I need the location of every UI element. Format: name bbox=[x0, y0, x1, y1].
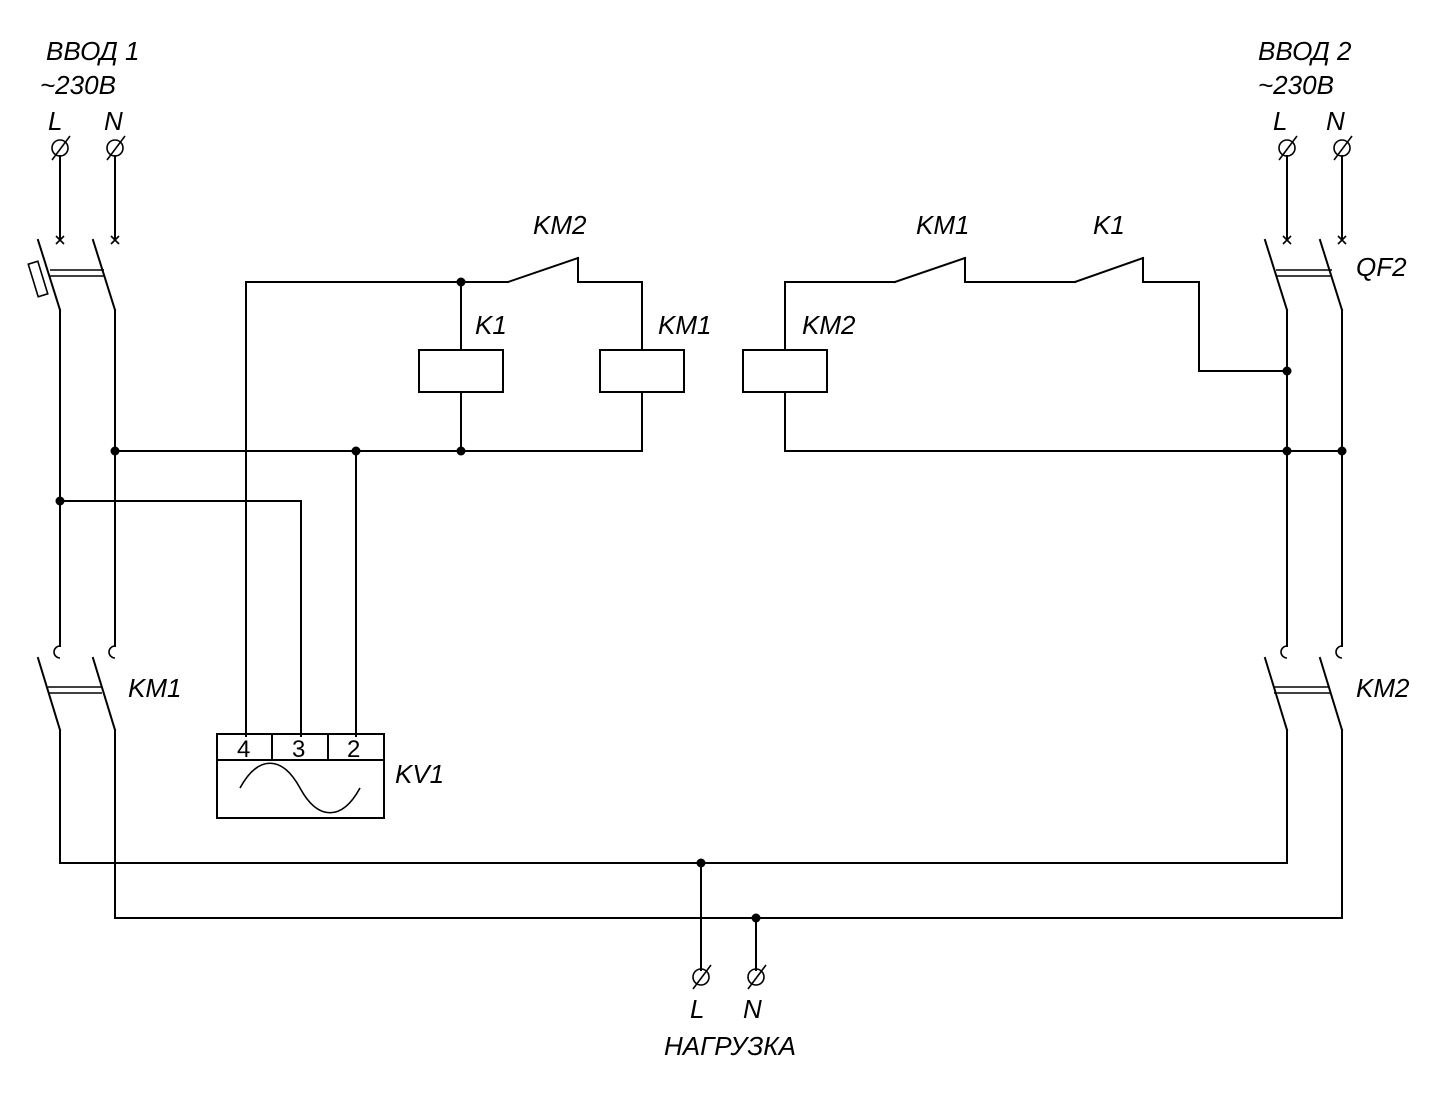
km1-coil-label: KM1 bbox=[658, 310, 711, 340]
load-title: НАГРУЗКА bbox=[664, 1031, 796, 1061]
input2-title: ВВОД 2 bbox=[1258, 36, 1352, 66]
kv1-terminal-4: 4 bbox=[237, 736, 250, 763]
contactor-km2 bbox=[1263, 645, 1344, 919]
input2-voltage: ~230В bbox=[1258, 70, 1334, 100]
input1-voltage: ~230В bbox=[40, 70, 116, 100]
k1-coil-label: K1 bbox=[475, 310, 507, 340]
kv1-label: KV1 bbox=[395, 759, 444, 789]
kv1-terminal-2: 2 bbox=[347, 736, 360, 763]
load-n-label: N bbox=[743, 994, 762, 1024]
relay-kv1 bbox=[216, 733, 385, 819]
load-l-terminal bbox=[692, 964, 712, 990]
km2-contactor-label: KM2 bbox=[1356, 673, 1410, 703]
input1-l-label: L bbox=[48, 106, 62, 136]
control-circuit-left bbox=[59, 256, 685, 737]
km1-contactor-label: KM1 bbox=[128, 673, 181, 703]
load-n-terminal bbox=[747, 964, 767, 990]
sine-wave-icon bbox=[239, 762, 361, 814]
input1-n-label: N bbox=[104, 106, 123, 136]
junction-dots bbox=[55, 277, 1347, 923]
km1-contact-label: KM1 bbox=[916, 210, 969, 240]
load-l-label: L bbox=[690, 994, 704, 1024]
input2-l-label: L bbox=[1273, 106, 1287, 136]
load-bus bbox=[59, 862, 1343, 971]
k1-contact-label: K1 bbox=[1093, 210, 1125, 240]
breaker-qf2 bbox=[1263, 155, 1347, 647]
input1-title: ВВОД 1 bbox=[46, 36, 139, 66]
km2-coil-label: KM2 bbox=[802, 310, 856, 340]
control-circuit-right bbox=[742, 256, 1343, 452]
breaker-qf1 bbox=[27, 155, 120, 647]
qf2-label: QF2 bbox=[1356, 252, 1407, 282]
kv1-terminal-3: 3 bbox=[292, 736, 305, 763]
contactor-km1 bbox=[36, 645, 117, 919]
km2-contact-label: KM2 bbox=[533, 210, 587, 240]
input2-n-label: N bbox=[1326, 106, 1345, 136]
